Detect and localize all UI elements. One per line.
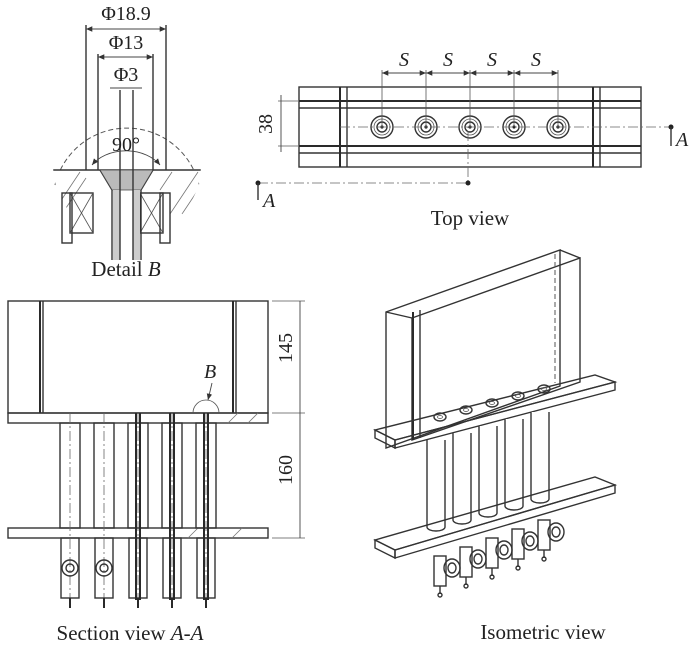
detail-boundary — [54, 127, 200, 186]
iso-fitting-tip-end — [489, 574, 495, 580]
iso-cylinder-fill — [505, 419, 523, 506]
section-view-caption: Section view A-A — [57, 621, 204, 645]
detail-b-caption: Detail B — [91, 257, 161, 281]
upper-housing — [7, 300, 269, 414]
iso-cylinder-base — [530, 498, 550, 504]
iso-port — [547, 522, 565, 542]
iso-cylinder-base — [478, 512, 498, 518]
iso-hole-inner — [515, 394, 521, 398]
iso-cylinder-fill — [531, 412, 549, 499]
iso-port-bore — [551, 526, 561, 538]
label-middle-diameter: Φ13 — [109, 32, 144, 54]
detail-b-marker: B — [204, 361, 216, 383]
iso-cylinder-base — [426, 526, 446, 532]
spacing-label: S — [443, 49, 453, 71]
iso-cylinder-base — [504, 505, 524, 511]
iso-port-bore — [447, 562, 457, 574]
iso-port-bore — [499, 544, 509, 556]
bearing-left — [69, 192, 94, 234]
label-lower-height: 160 — [275, 455, 297, 485]
port-outer — [61, 559, 79, 577]
label-inner-diameter: Φ3 — [114, 64, 139, 86]
iso-fittings — [433, 519, 565, 598]
iso-port-bore — [473, 553, 483, 565]
top-view-caption: Top view — [431, 206, 510, 230]
port-inner — [99, 563, 109, 573]
dim-cone-angle — [91, 150, 161, 166]
iso-hole-inner — [541, 387, 547, 391]
label-cone-angle: 90° — [112, 134, 140, 156]
top-view: S S S S 38 A A Top view — [255, 49, 689, 230]
iso-hole — [485, 398, 499, 408]
iso-fitting-tip-end — [515, 565, 521, 571]
iso-hole-inner — [437, 415, 443, 419]
iso-hole — [459, 405, 473, 415]
section-line — [258, 127, 469, 184]
isometric-view: Isometric view — [372, 249, 618, 644]
iso-cylinder-base — [452, 519, 472, 525]
iso-hole-inner — [463, 408, 469, 412]
iso-hole — [537, 384, 551, 394]
spacing-label: S — [487, 49, 497, 71]
iso-cylinder-fill — [479, 426, 497, 513]
iso-cylinder-fill — [453, 433, 471, 520]
label-upper-height: 145 — [275, 333, 297, 363]
port-inner — [65, 563, 75, 573]
iso-port-bore — [525, 535, 535, 547]
label-outer-diameter: Φ18.9 — [101, 3, 151, 25]
section-view: B 145 160 Section view A-A — [7, 300, 305, 645]
iso-fitting-tip-end — [463, 583, 469, 589]
iso-back-panel — [385, 249, 561, 449]
section-marker-right: A — [674, 129, 689, 151]
spacing-label: S — [531, 49, 541, 71]
iso-hole — [433, 412, 447, 422]
iso-fitting-tip-end — [437, 592, 443, 598]
spacing-label: S — [399, 49, 409, 71]
iso-hole — [511, 391, 525, 401]
tube-array — [59, 413, 217, 608]
iso-cylinders — [426, 412, 550, 532]
section-marker-left: A — [261, 190, 276, 212]
iso-nozzle-holes — [433, 384, 551, 422]
iso-fitting-tip-end — [541, 556, 547, 562]
iso-cylinder-fill — [427, 440, 445, 527]
isometric-view-caption: Isometric view — [480, 620, 606, 644]
detail-b-view: Φ18.9 Φ13 Φ3 90° Detail B — [53, 3, 201, 281]
detail-b-circle — [192, 399, 220, 414]
label-width: 38 — [255, 114, 277, 134]
iso-hole-inner — [489, 401, 495, 405]
port-outer — [95, 559, 113, 577]
